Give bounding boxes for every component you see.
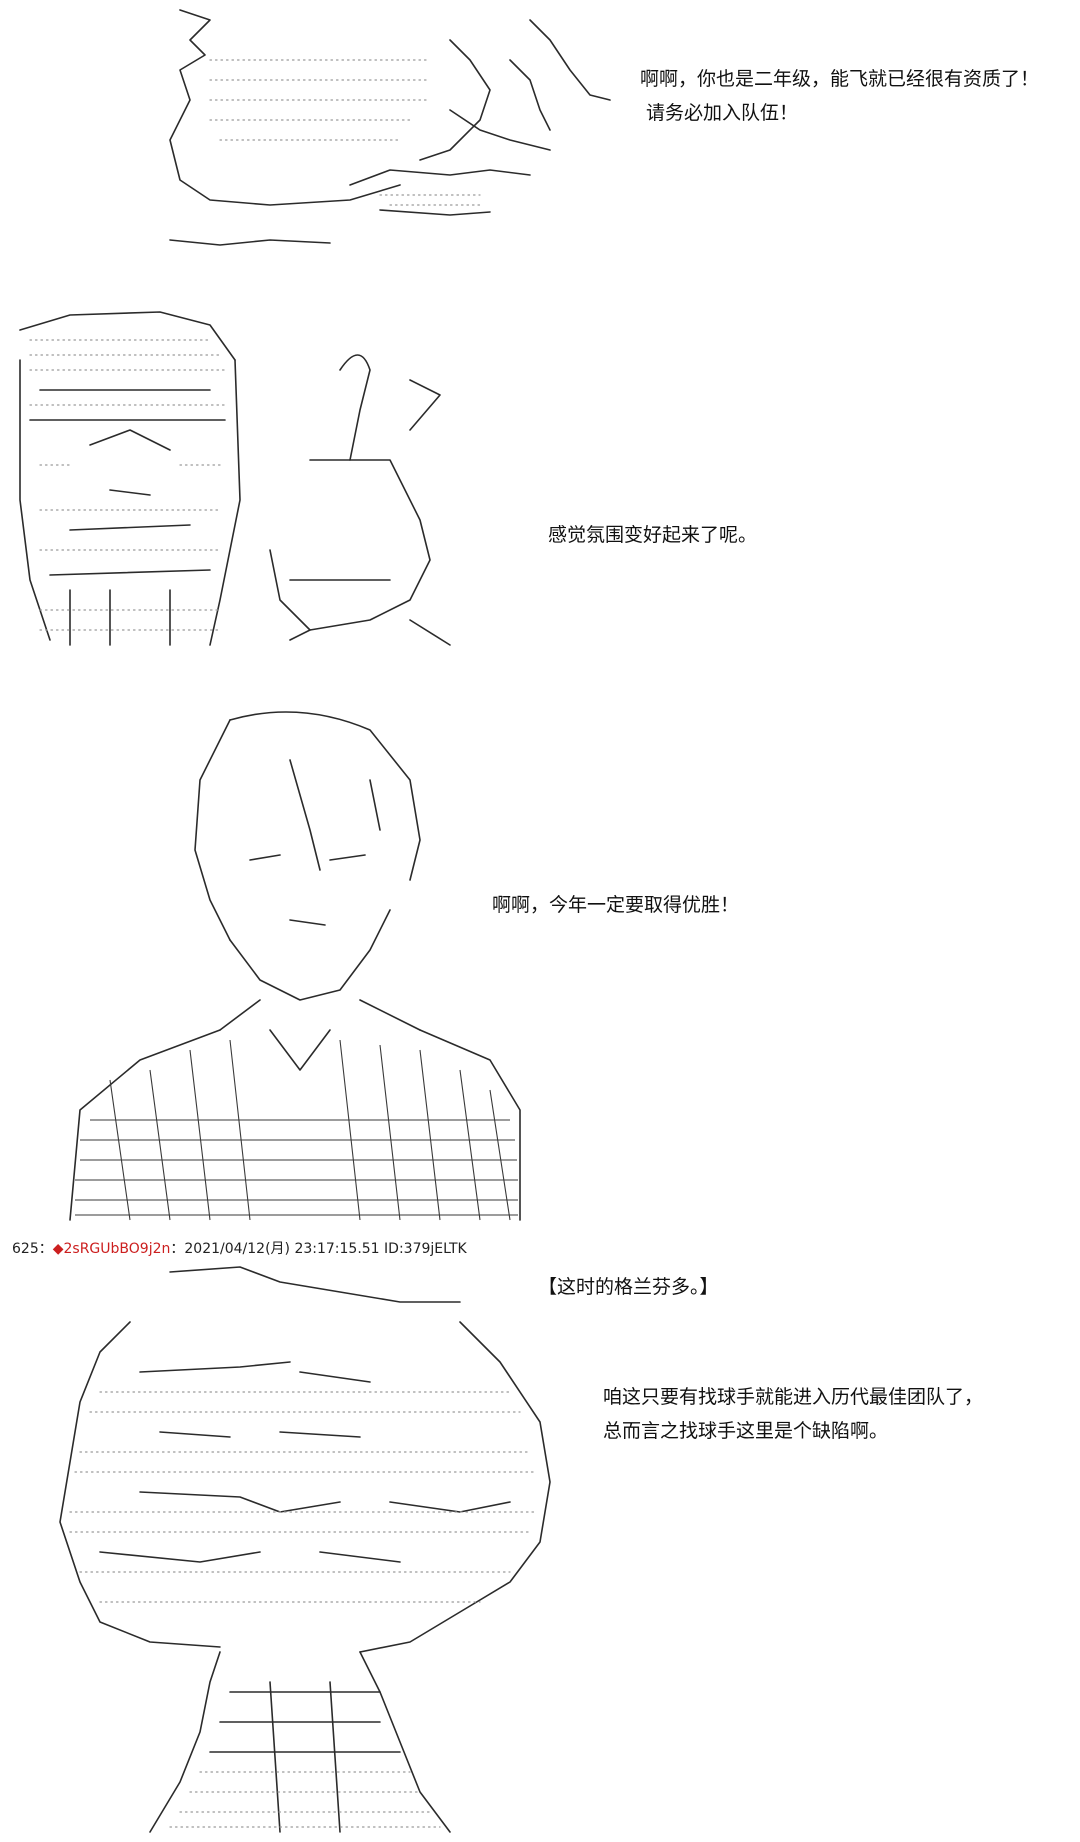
speech-line: 请务必加入队伍！ — [646, 102, 799, 124]
panel-3: 啊啊，今年一定要取得优胜！ — [0, 700, 1080, 1225]
speech-bubble-2: 感觉氛围变好起来了呢。 — [548, 518, 757, 552]
post-id: ID:379jELTK — [384, 1241, 467, 1257]
post-number: 625 — [12, 1241, 39, 1257]
post-header: 625：◆2sRGUbBO9j2n：2021/04/12(月) 23:17:15… — [12, 1238, 467, 1258]
ascii-art-figure-3 — [69, 700, 530, 1221]
ascii-art-figure-4 — [40, 1262, 580, 1837]
speech-bubble-4: 咱这只要有找球手就能进入历代最佳团队了， 总而言之找球手这里是个缺陷啊。 — [603, 1380, 983, 1448]
speech-line: 总而言之找球手这里是个缺陷啊。 — [603, 1420, 889, 1442]
panel-1: 啊啊，你也是二年级，能飞就已经很有资质了！ 请务必加入队伍！ — [0, 0, 1080, 260]
post-separator-2: ： — [170, 1241, 185, 1257]
panel-2: 感觉氛围变好起来了呢。 — [0, 300, 1080, 660]
ascii-art-figure-2 — [10, 300, 460, 655]
post-separator: ： — [38, 1241, 53, 1257]
speech-line: 咱这只要有找球手就能进入历代最佳团队了， — [603, 1386, 984, 1408]
speech-line: 啊啊，今年一定要取得优胜！ — [492, 894, 740, 916]
panel-4: 【这时的格兰芬多。】 咱这只要有找球手就能进入历代最佳团队了， 总而言之找球手这… — [0, 1262, 1080, 1842]
post-tripcode[interactable]: ◆2sRGUbBO9j2n — [52, 1241, 171, 1257]
ascii-art-figure-1 — [150, 0, 620, 255]
speech-line: 啊啊，你也是二年级，能飞就已经很有资质了！ — [640, 68, 1040, 90]
speech-bubble-1: 啊啊，你也是二年级，能飞就已经很有资质了！ 请务必加入队伍！ — [640, 62, 1039, 130]
speech-caption-4: 【这时的格兰芬多。】 — [538, 1270, 719, 1304]
caption-line: 【这时的格兰芬多。】 — [538, 1276, 719, 1298]
speech-line: 感觉氛围变好起来了呢。 — [548, 524, 758, 546]
post-datetime: 2021/04/12(月) 23:17:15.51 — [184, 1241, 380, 1257]
speech-bubble-3: 啊啊，今年一定要取得优胜！ — [492, 888, 739, 922]
